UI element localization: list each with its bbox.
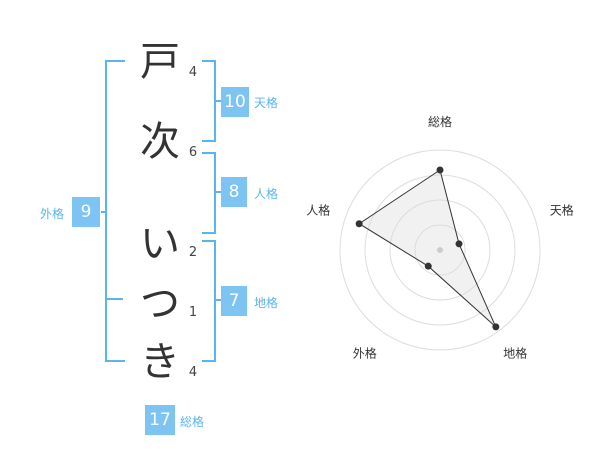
tenkaku-connector — [214, 100, 222, 102]
surname-char-2: 次 — [140, 119, 180, 165]
chikaku-connector — [214, 299, 222, 301]
gaikaku-bracket — [105, 60, 125, 362]
radar-point-5 — [355, 220, 363, 228]
radar-center-dot — [437, 247, 443, 253]
radar-ring-3 — [364, 174, 516, 326]
gaikaku-connector — [101, 211, 107, 213]
radar-axis-label-3: 地格 — [503, 346, 527, 361]
chikaku-bracket — [202, 240, 216, 362]
gaikaku-inner-tick — [105, 298, 123, 300]
chikaku-value-badge: 7 — [221, 286, 247, 316]
soukaku-value-badge: 17 — [145, 405, 175, 435]
radar-point-4 — [424, 262, 432, 270]
stroke-count-given-2: 1 — [188, 305, 198, 320]
stroke-count-surname-2: 6 — [188, 145, 198, 160]
radar-ring-4 — [339, 149, 541, 351]
jinkaku-bracket — [202, 152, 216, 234]
radar-rings — [339, 149, 541, 351]
radar-axis-label-2: 天格 — [550, 202, 574, 217]
soukaku-label: 総格 — [180, 415, 205, 429]
radar-ring-1 — [414, 224, 466, 276]
given-char-3: き — [140, 339, 180, 385]
gaikaku-value-badge: 9 — [72, 197, 100, 227]
radar-axis-label-5: 人格 — [306, 202, 330, 217]
tenkaku-value-badge: 10 — [221, 87, 249, 117]
jinkaku-value-badge: 8 — [221, 177, 247, 207]
tenkaku-label: 天格 — [254, 96, 279, 110]
jinkaku-label: 人格 — [254, 187, 279, 201]
chikaku-label: 地格 — [254, 296, 279, 310]
stroke-count-given-1: 2 — [188, 245, 198, 260]
radar-point-2 — [455, 240, 463, 248]
jinkaku-connector — [214, 191, 222, 193]
radar-point-3 — [492, 323, 500, 331]
radar-ring-2 — [389, 199, 491, 301]
radar-data-polygon — [358, 169, 497, 328]
radar-data-points — [355, 166, 500, 331]
radar-axis-label-1: 総格 — [428, 114, 452, 129]
radar-axis-label-4: 外格 — [353, 346, 377, 361]
surname-char-1: 戸 — [140, 39, 180, 85]
given-char-2: つ — [140, 281, 180, 327]
radar-point-1 — [436, 166, 444, 174]
given-char-1: い — [140, 221, 180, 267]
gaikaku-label: 外格 — [40, 207, 65, 221]
stroke-count-given-3: 4 — [188, 365, 198, 380]
stroke-count-surname-1: 4 — [188, 65, 198, 80]
